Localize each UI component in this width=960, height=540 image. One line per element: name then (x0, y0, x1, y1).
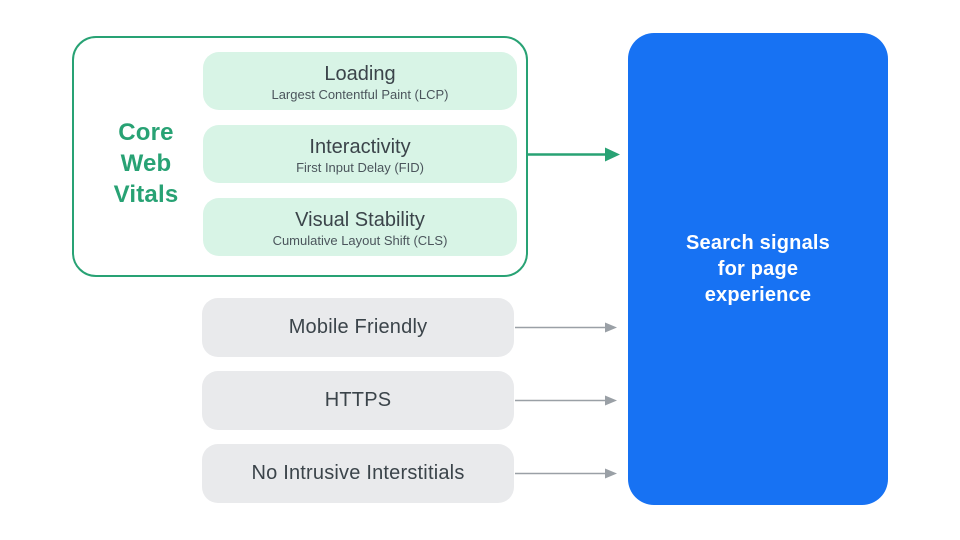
signal-card-https: HTTPS (202, 371, 514, 430)
vital-subtitle-cls: Cumulative Layout Shift (CLS) (272, 232, 448, 248)
vital-subtitle-fid: First Input Delay (FID) (296, 159, 424, 175)
vital-card-loading: Loading Largest Contentful Paint (LCP) (203, 52, 517, 110)
gray-arrow-right-icon-mobile-friendly (515, 322, 617, 333)
signal-label-mobile-friendly: Mobile Friendly (288, 316, 428, 338)
vital-card-interactivity: Interactivity First Input Delay (FID) (203, 125, 517, 183)
vital-title-visual-stability: Visual Stability (295, 208, 425, 231)
gray-arrow-right-icon-https (515, 395, 617, 406)
vital-card-visual-stability: Visual Stability Cumulative Layout Shift… (203, 198, 517, 256)
green-arrow-right-icon (528, 147, 620, 162)
signal-label-no-intrusive-interstitials: No Intrusive Interstitials (251, 462, 465, 484)
core-web-vitals-group: Core Web Vitals Loading Largest Contentf… (72, 36, 528, 277)
search-signals-result-label: Search signals for page experience (686, 232, 830, 306)
search-signals-result-card: Search signals for page experience (628, 33, 888, 505)
gray-arrow-right-icon-no-intrusive-interstitials (515, 468, 617, 479)
vital-title-loading: Loading (324, 62, 396, 85)
signal-card-mobile-friendly: Mobile Friendly (202, 298, 514, 357)
vital-title-interactivity: Interactivity (309, 135, 411, 158)
vital-subtitle-lcp: Largest Contentful Paint (LCP) (271, 86, 449, 102)
signal-card-no-intrusive-interstitials: No Intrusive Interstitials (202, 444, 514, 503)
core-web-vitals-label: Core Web Vitals (113, 119, 179, 208)
signal-label-https: HTTPS (324, 389, 392, 411)
